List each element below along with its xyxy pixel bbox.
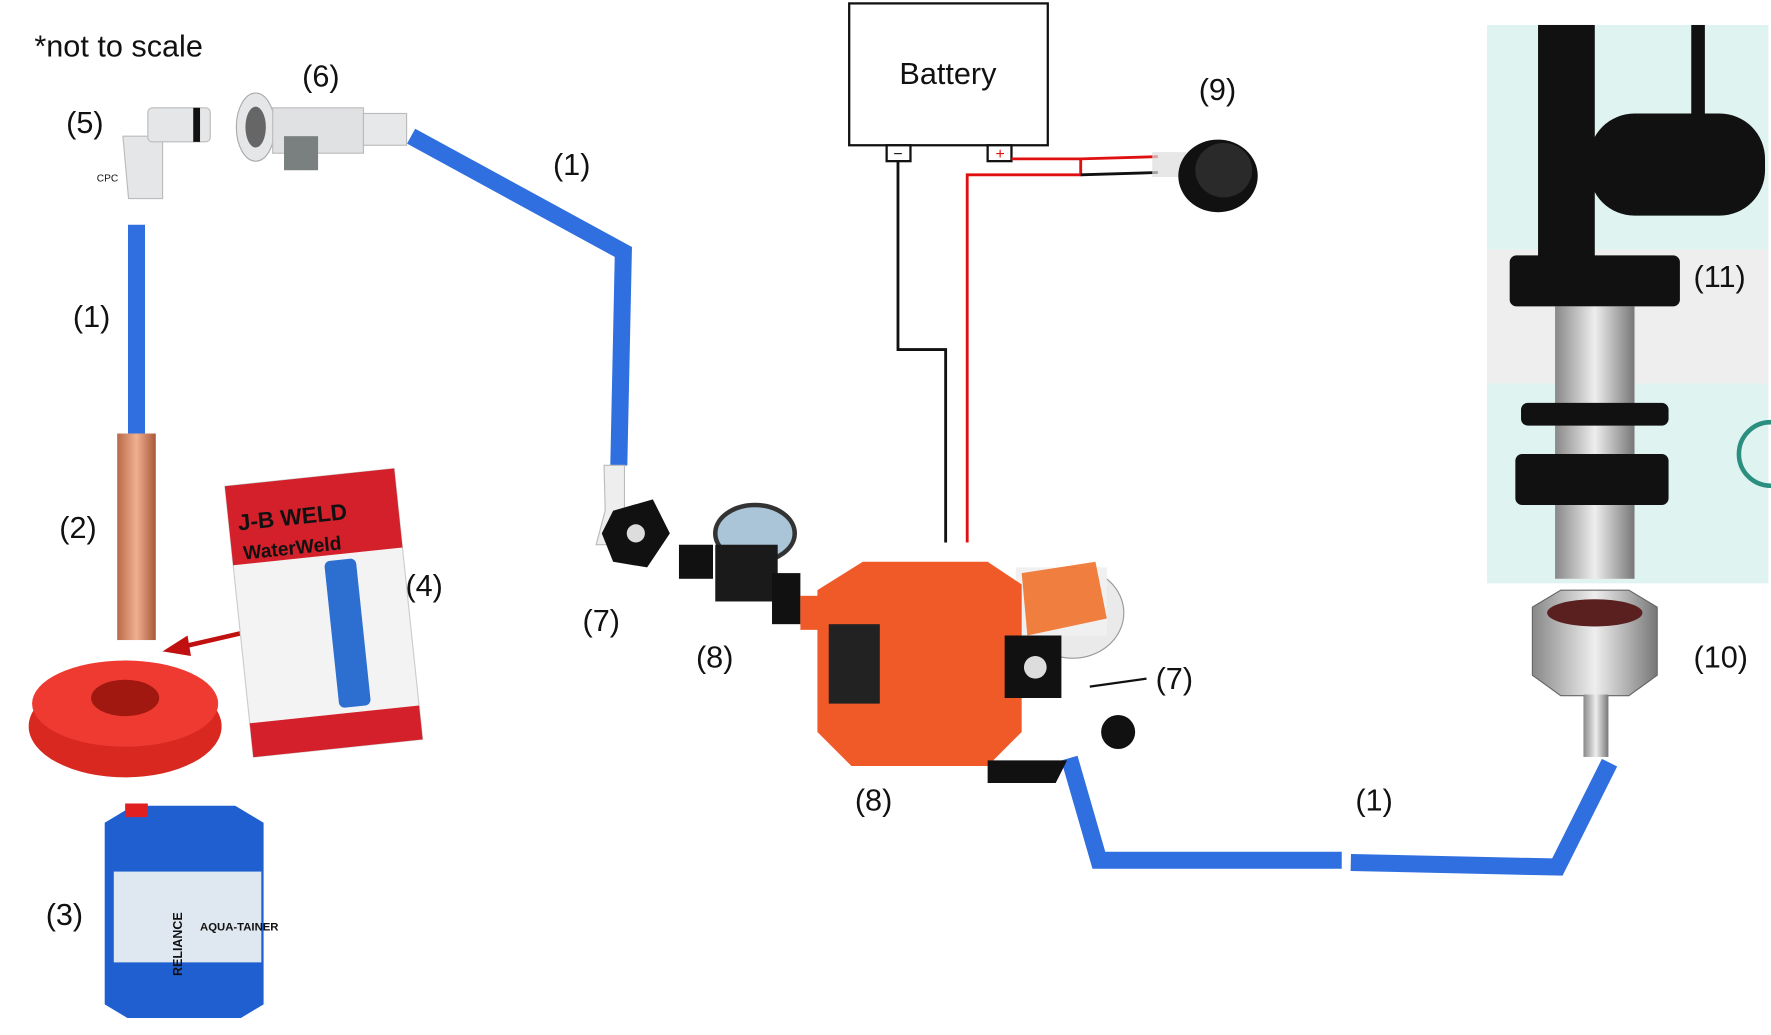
label-7-leader — [1089, 677, 1147, 688]
inline-strainer-8 — [678, 502, 801, 625]
label-10: (10) — [1694, 640, 1748, 674]
tube-segment-lower — [1061, 755, 1342, 869]
label-9: (9) — [1199, 73, 1236, 107]
label-4: (4) — [405, 569, 442, 603]
red-jug-cap — [27, 655, 223, 790]
water-pump-8 — [800, 561, 1136, 784]
cpc-logo: CPC — [97, 174, 119, 185]
faucet-11 — [1486, 24, 1771, 584]
label-3: (3) — [46, 898, 83, 932]
rocker-switch-9 — [1152, 139, 1258, 213]
battery-label: Battery — [899, 57, 997, 91]
part-labels: (5) (6) (1) (1) (2) (4) (3) (7) (8) (7) … — [46, 59, 1748, 932]
tube-segment-upper — [407, 128, 632, 466]
label-7-right: (7) — [1156, 662, 1193, 696]
reliance-logo: RELIANCE — [171, 912, 185, 976]
label-1-upper: (1) — [553, 148, 590, 182]
wire-negative — [896, 161, 948, 543]
label-7-left: (7) — [582, 604, 619, 638]
aqua-tainer-jug-3: RELIANCE AQUA-TAINER — [104, 803, 278, 1018]
jb-weld-waterweld-package-4: J-B WELD WaterWeld — [224, 467, 424, 758]
label-2: (2) — [59, 511, 96, 545]
wire-positive — [965, 157, 1083, 543]
aqua-tainer-logo: AQUA-TAINER — [200, 922, 278, 934]
label-1-lower: (1) — [1355, 783, 1392, 817]
hose-adapter-10 — [1531, 589, 1658, 757]
battery: Battery − + — [848, 2, 1049, 163]
coupling-6 — [235, 92, 408, 171]
negative-sign: − — [893, 146, 902, 163]
wing-nut-fitting-7-left — [601, 499, 670, 568]
label-8-pump: (8) — [855, 783, 892, 817]
label-6: (6) — [302, 59, 339, 93]
copper-pipe-2 — [117, 433, 156, 641]
tube-segment-lower-right — [1350, 758, 1618, 876]
tubing — [127, 128, 1618, 876]
positive-sign: + — [995, 146, 1004, 163]
label-11: (11) — [1694, 260, 1746, 294]
label-5: (5) — [66, 106, 103, 140]
elbow-fitting-5: CPC — [97, 107, 211, 200]
not-to-scale-note: *not to scale — [34, 30, 203, 64]
label-1-left: (1) — [73, 300, 110, 334]
battery-positive-terminal — [986, 144, 1013, 163]
wiring — [896, 155, 1158, 543]
label-8-strainer: (8) — [696, 640, 733, 674]
